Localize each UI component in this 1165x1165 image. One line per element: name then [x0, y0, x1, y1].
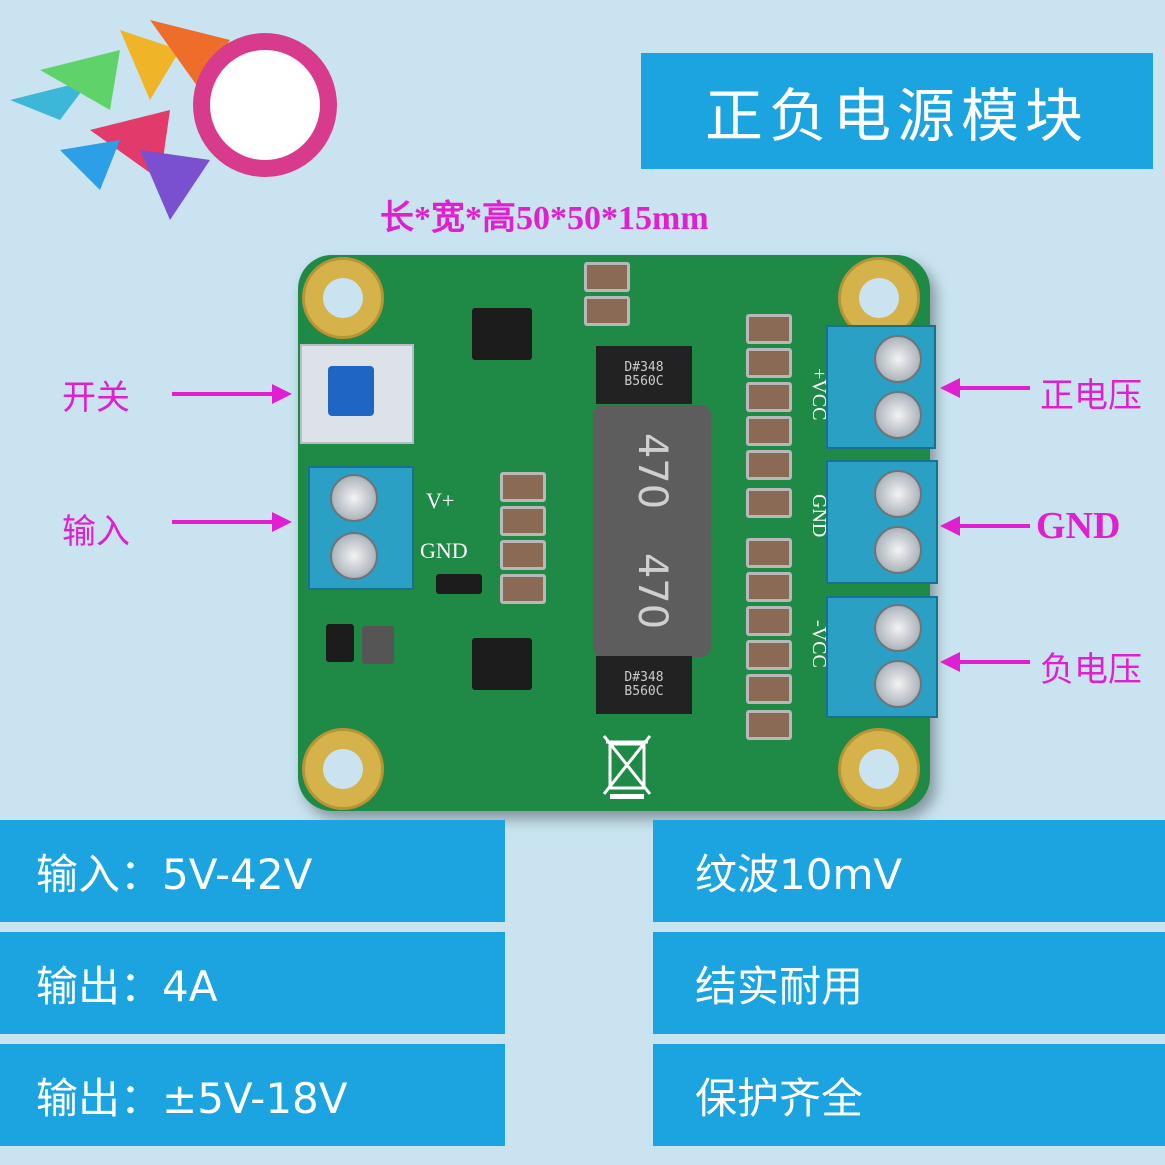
capacitor	[746, 382, 792, 412]
arrow-left-icon	[940, 652, 1030, 672]
small-component	[326, 624, 354, 662]
silk-minus-vcc: -VCC	[808, 620, 830, 668]
capacitor	[584, 296, 630, 326]
arrow-right-icon	[172, 384, 292, 404]
dimensions-text: 长*宽*高50*50*15mm	[380, 200, 709, 237]
silk-plus-vcc: +VCC	[808, 368, 830, 421]
input-terminal	[308, 466, 414, 590]
capacitor	[746, 538, 792, 568]
positive-output-terminal	[826, 325, 936, 449]
spec-input-voltage: 输入：5V-42V	[0, 820, 505, 922]
small-component	[362, 626, 394, 664]
silk-gnd-right: GND	[808, 494, 830, 538]
capacitor	[746, 710, 792, 740]
label-input: 输入	[62, 512, 130, 552]
switch-knob	[328, 366, 374, 416]
label-negative-voltage: 负电压	[1040, 650, 1142, 690]
screw-icon	[330, 532, 378, 580]
silk-gnd: GND	[420, 538, 468, 563]
inductor-marking: 470	[629, 432, 675, 510]
inductor-marking: 470	[629, 552, 675, 630]
arrow-left-icon	[940, 378, 1030, 398]
mounting-hole	[838, 728, 920, 810]
spec-output-voltage: 输出：±5V-18V	[0, 1044, 505, 1146]
label-gnd: GND	[1036, 505, 1121, 547]
mounting-hole	[302, 728, 384, 810]
negative-output-terminal	[826, 596, 938, 718]
spec-ripple: 纹波10mV	[653, 820, 1165, 922]
inductor: 470	[593, 525, 711, 657]
screw-icon	[874, 391, 922, 439]
spec-durable: 结实耐用	[653, 932, 1165, 1034]
screw-icon	[874, 660, 922, 708]
inductor: 470	[593, 405, 711, 537]
spec-output-current: 输出：4A	[0, 932, 505, 1034]
capacitor	[746, 640, 792, 670]
capacitor	[746, 450, 792, 480]
label-positive-voltage: 正电压	[1040, 376, 1142, 416]
capacitor	[500, 574, 546, 604]
spec-protection: 保护齐全	[653, 1044, 1165, 1146]
silk-v-plus: V+	[426, 488, 455, 513]
capacitor	[746, 348, 792, 378]
capacitor	[746, 314, 792, 344]
screw-icon	[874, 470, 922, 518]
small-diode	[436, 574, 482, 594]
capacitor	[500, 506, 546, 536]
screw-icon	[874, 335, 922, 383]
capacitor	[746, 488, 792, 518]
mounting-hole	[302, 257, 384, 339]
capacitor	[500, 540, 546, 570]
regulator-ic	[472, 308, 532, 360]
arrow-left-icon	[940, 516, 1030, 536]
screw-icon	[874, 604, 922, 652]
label-switch: 开关	[62, 378, 130, 418]
capacitor	[584, 262, 630, 292]
weee-recycle-bin-icon	[602, 735, 652, 799]
regulator-ic	[472, 638, 532, 690]
capacitor	[500, 472, 546, 502]
capacitor	[746, 674, 792, 704]
arrow-right-icon	[172, 512, 292, 532]
schottky-diode: D#348 B560C	[596, 346, 692, 404]
colorful-logo-graphic	[10, 20, 337, 220]
screw-icon	[874, 526, 922, 574]
schottky-diode: D#348 B560C	[596, 656, 692, 714]
title-banner: 正负电源模块	[641, 53, 1153, 169]
capacitor	[746, 606, 792, 636]
capacitor	[746, 416, 792, 446]
capacitor	[746, 572, 792, 602]
power-switch	[300, 344, 414, 444]
gnd-output-terminal	[826, 460, 938, 584]
screw-icon	[330, 474, 378, 522]
